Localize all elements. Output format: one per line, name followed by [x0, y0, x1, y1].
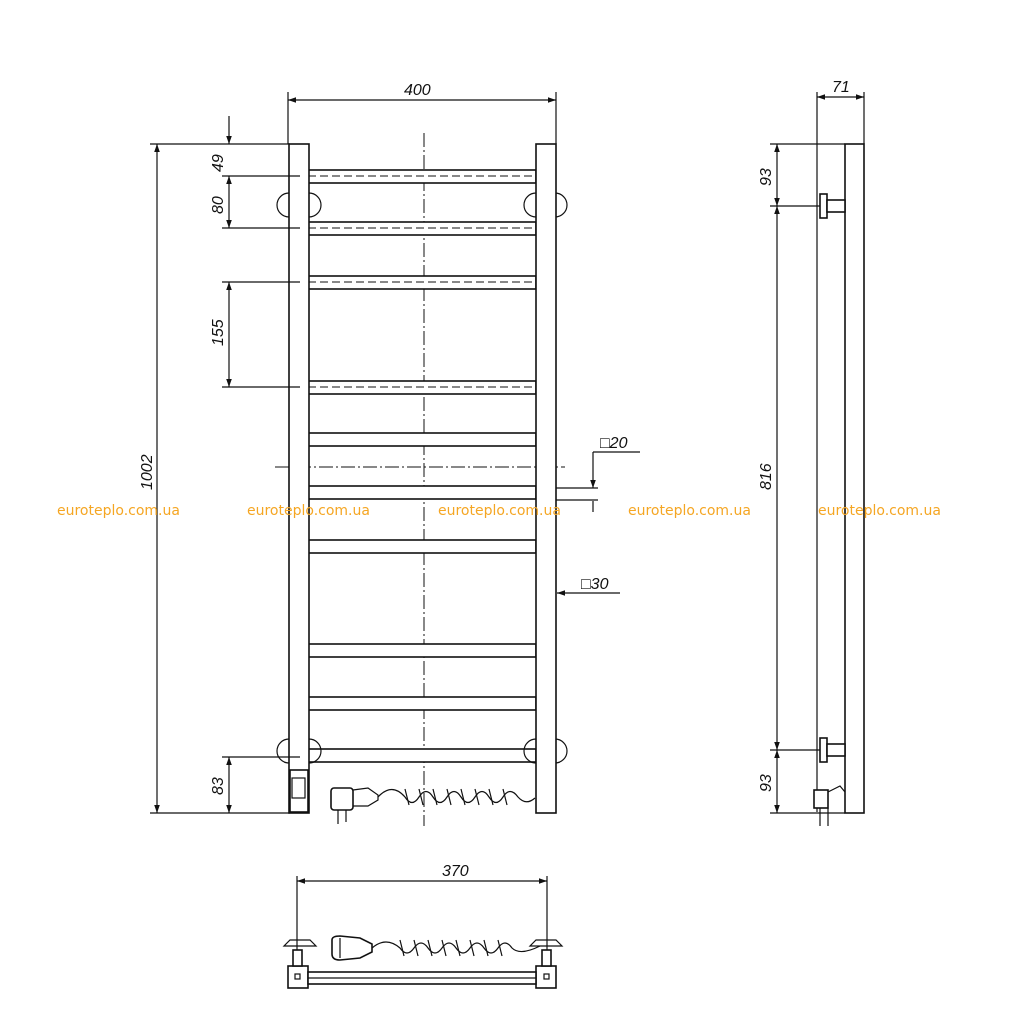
bottom-width-label: 370: [442, 863, 469, 880]
wall-mounts: [276, 192, 568, 764]
rung: [307, 539, 537, 554]
rung: [307, 485, 537, 500]
large-tube-label: □30: [581, 576, 609, 593]
front-view: □20 □30 400 1002: [139, 82, 640, 826]
mount-label: 80: [210, 196, 227, 214]
watermark-text: euroteplo.com.ua: [438, 503, 561, 519]
height-label: 1002: [139, 454, 156, 490]
center-label: 816: [758, 463, 775, 490]
rung: [307, 643, 537, 658]
rung: [307, 748, 537, 763]
rungs: [307, 169, 537, 763]
bottom-label: 83: [210, 777, 227, 795]
watermark-text: euroteplo.com.ua: [818, 503, 941, 519]
power-cord: [330, 787, 536, 824]
watermark-text: euroteplo.com.ua: [57, 503, 180, 519]
watermark-text: euroteplo.com.ua: [628, 503, 751, 519]
rung: [307, 696, 537, 711]
left-post: [288, 143, 310, 814]
side-post: [844, 143, 865, 814]
tube-size-callouts: □20 □30: [556, 435, 640, 596]
bottom-power-cord: [331, 935, 541, 961]
bottom-mount-label: 93: [758, 774, 775, 792]
watermark-text: euroteplo.com.ua: [247, 503, 370, 519]
width-dimension: 400: [287, 82, 557, 144]
side-view: 71 93 816 93: [758, 79, 865, 826]
watermark-row: euroteplo.com.ua euroteplo.com.ua eurote…: [57, 503, 941, 519]
small-tube-label: □20: [600, 435, 628, 452]
bottom-view: 370: [282, 863, 564, 989]
width-label: 400: [404, 82, 431, 99]
side-brackets: [813, 193, 846, 826]
height-dimension: 1002: [139, 143, 290, 814]
right-post: [535, 143, 557, 814]
left-stack-dimensions: 49 80 155 83: [210, 116, 300, 813]
top-gap-label: 49: [210, 154, 227, 172]
rung: [307, 432, 537, 447]
step-label: 155: [210, 319, 227, 346]
depth-label: 71: [832, 79, 850, 96]
top-mount-label: 93: [758, 168, 775, 186]
heater-housing: [289, 769, 309, 813]
